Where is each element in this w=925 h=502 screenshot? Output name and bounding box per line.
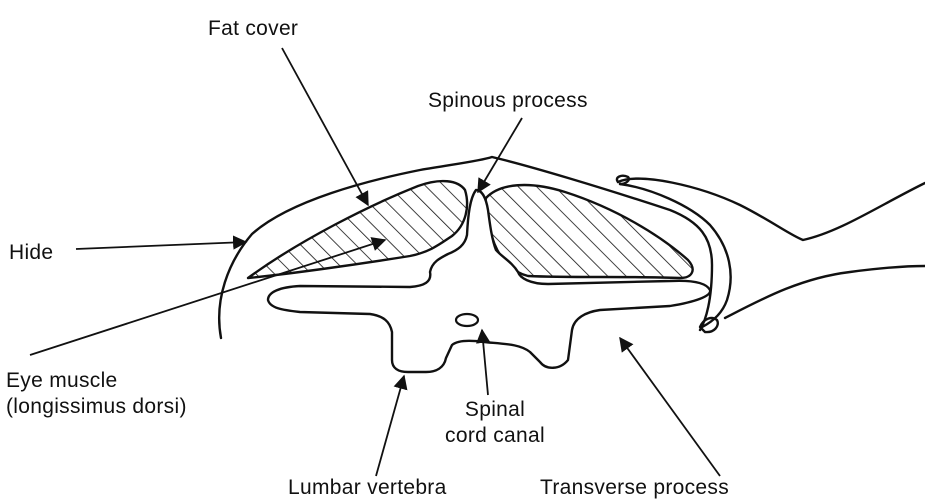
transverse-process-leader: [620, 338, 720, 476]
spinous-process-leader: [478, 118, 522, 192]
label-spinal-cord-line2: cord canal: [440, 423, 550, 449]
label-spinal-cord-line1: Spinal: [440, 397, 550, 423]
fat-cover-leader: [282, 48, 368, 205]
label-eye-muscle-line2: (longissimus dorsi): [6, 394, 187, 420]
label-spinal-cord-canal: Spinal cord canal: [440, 397, 550, 449]
spinal-cord-canal: [456, 314, 478, 326]
lumbar-vertebra: [268, 190, 710, 372]
hide-leader: [76, 242, 246, 249]
label-fat-cover: Fat cover: [208, 16, 298, 42]
label-eye-muscle-line1: Eye muscle: [6, 368, 187, 394]
label-transverse-process: Transverse process: [540, 475, 729, 501]
eye-muscle-right: [485, 185, 692, 278]
label-spinous-process: Spinous process: [428, 88, 588, 114]
label-hide: Hide: [9, 240, 53, 266]
lumbar-vertebra-leader: [376, 376, 404, 476]
label-lumbar-vertebra: Lumbar vertebra: [288, 475, 447, 501]
flank-outline-lower: [725, 266, 925, 318]
label-eye-muscle: Eye muscle (longissimus dorsi): [6, 368, 187, 420]
flank-outline: [618, 179, 925, 240]
